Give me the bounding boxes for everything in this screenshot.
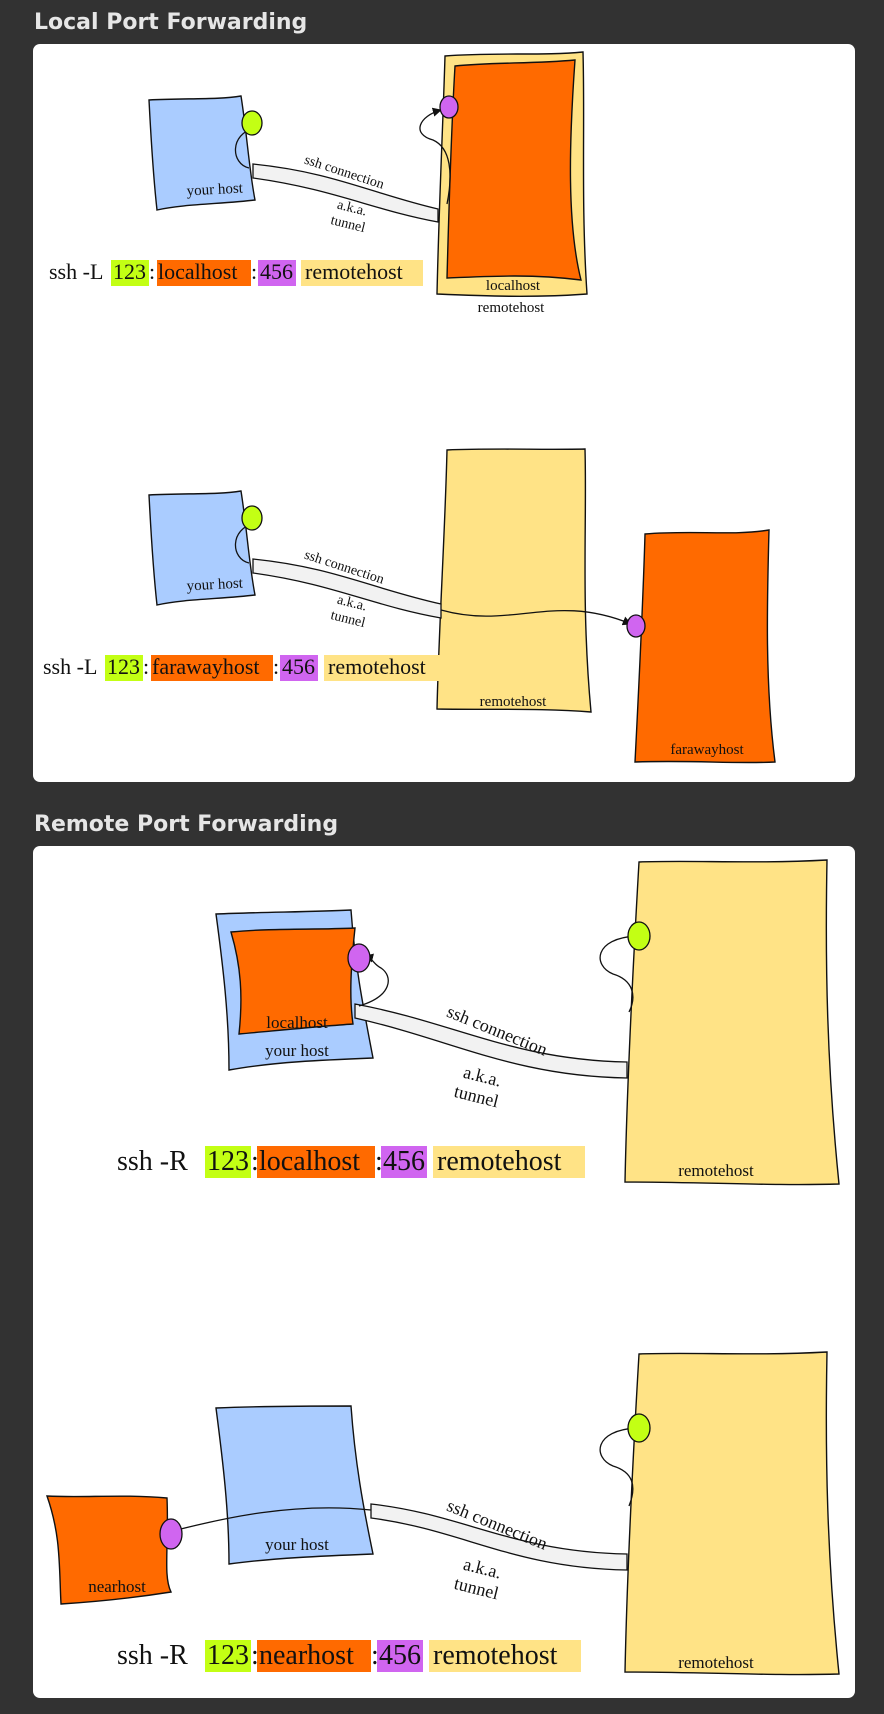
remotehost-label: remotehost [678, 1653, 754, 1672]
remote-example-2: remotehost nearhost your host ssh connec… [45, 1351, 840, 1676]
host-highlight [157, 260, 251, 286]
cmd-port-456: 456 [383, 1146, 425, 1177]
your-host-box [148, 490, 256, 606]
connection-line [169, 1427, 638, 1532]
port-456-dot [626, 614, 646, 638]
port-456-dot [439, 95, 459, 119]
cmd-port-123: 123 [107, 654, 140, 679]
ssh-tunnel [252, 558, 442, 619]
cmd-prefix: ssh -R [117, 1640, 188, 1671]
local-section-title: Local Port Forwarding [34, 10, 308, 35]
remote-panel: remotehost localhost your host ssh conne… [33, 846, 855, 1698]
host-highlight [151, 655, 273, 681]
port-123-dot [627, 1413, 651, 1443]
remotehost-label: remotehost [678, 1161, 754, 1180]
port-123-dot [627, 921, 651, 951]
cmd-host: localhost [158, 259, 237, 284]
nearhost-label: nearhost [88, 1577, 146, 1596]
cmd-sep: : [375, 1146, 383, 1177]
remote-section-title: Remote Port Forwarding [34, 812, 339, 837]
cmd-sep: : [251, 1146, 259, 1177]
localhost-box [446, 59, 582, 281]
cmd-port-456: 456 [282, 654, 315, 679]
cmd-port-456: 456 [379, 1640, 421, 1671]
port-123-highlight [205, 1146, 251, 1178]
your-host-box [215, 1405, 374, 1565]
remotehost-box [624, 1351, 840, 1676]
cmd-remote: remotehost [305, 259, 403, 284]
host-highlight [257, 1146, 375, 1178]
port-123-dot [241, 110, 263, 136]
remote-highlight [429, 1640, 581, 1672]
cmd-remote: remotehost [328, 654, 426, 679]
connection-line [359, 935, 638, 1013]
cmd-sep: : [273, 654, 279, 679]
ssh-tunnel [354, 1003, 628, 1079]
local-diagram: localhost remotehost your host ssh conne… [43, 51, 776, 764]
cmd-prefix: ssh -L [49, 259, 103, 284]
cmd-port-123: 123 [113, 259, 146, 284]
local-example-1: localhost remotehost your host ssh conne… [49, 51, 588, 316]
your-host-label: your host [265, 1041, 329, 1060]
port-456-highlight [377, 1640, 423, 1672]
cmd-port-456: 456 [260, 259, 293, 284]
port-456-highlight [381, 1146, 427, 1178]
cmd-sep: : [143, 654, 149, 679]
cmd-sep: : [371, 1640, 379, 1671]
cmd-remote: remotehost [437, 1146, 562, 1177]
your-host-label: your host [265, 1535, 329, 1554]
remotehost-label: remotehost [480, 694, 547, 710]
cmd-sep: : [251, 259, 257, 284]
farawayhost-box [634, 529, 776, 764]
remote-highlight [324, 655, 446, 681]
port-123-dot [241, 505, 263, 531]
remotehost-box [624, 859, 840, 1186]
your-host-label: your host [186, 181, 244, 200]
your-host-box [148, 95, 256, 211]
cmd-host: nearhost [259, 1640, 354, 1671]
cmd-prefix: ssh -R [117, 1146, 188, 1177]
port-456-highlight [258, 260, 296, 286]
cmd-sep: : [251, 1640, 259, 1671]
remote-highlight [301, 260, 423, 286]
cmd-remote: remotehost [433, 1640, 558, 1671]
cmd-prefix: ssh -L [43, 654, 97, 679]
ssh-tunnel [252, 163, 439, 223]
remote-highlight [433, 1146, 585, 1178]
cmd-host: localhost [259, 1146, 360, 1177]
port-456-highlight [280, 655, 318, 681]
your-host-label: your host [186, 576, 244, 595]
remote-example-1: remotehost localhost your host ssh conne… [117, 859, 840, 1186]
port-456-dot [159, 1518, 183, 1550]
port-123-highlight [105, 655, 143, 681]
port-123-highlight [111, 260, 149, 286]
local-panel: localhost remotehost your host ssh conne… [33, 44, 855, 782]
farawayhost-label: farawayhost [670, 742, 744, 758]
ssh-tunnel [370, 1503, 628, 1571]
remotehost-box [436, 448, 592, 713]
remote-diagram: remotehost localhost your host ssh conne… [45, 859, 840, 1676]
localhost-label: localhost [266, 1013, 328, 1032]
local-example-2: remotehost farawayhost your host ssh con… [43, 448, 776, 764]
localhost-label: localhost [486, 278, 541, 294]
command-3: ssh -R [117, 1146, 188, 1177]
aka-label: a.k.a. [336, 198, 369, 220]
cmd-host: farawayhost [152, 654, 260, 679]
command-4: ssh -R [117, 1640, 188, 1671]
cmd-port-123: 123 [207, 1640, 249, 1671]
port-123-highlight [205, 1640, 251, 1672]
cmd-sep: : [149, 259, 155, 284]
port-456-dot [347, 943, 371, 973]
command-1: ssh -L [49, 259, 103, 284]
nearhost-box [45, 1495, 173, 1605]
remotehost-label: remotehost [478, 300, 545, 316]
command-2: ssh -L [43, 654, 97, 679]
host-highlight [257, 1640, 371, 1672]
localhost-box [230, 927, 356, 1035]
cmd-port-123: 123 [207, 1146, 249, 1177]
aka-label: a.k.a. [336, 593, 369, 615]
